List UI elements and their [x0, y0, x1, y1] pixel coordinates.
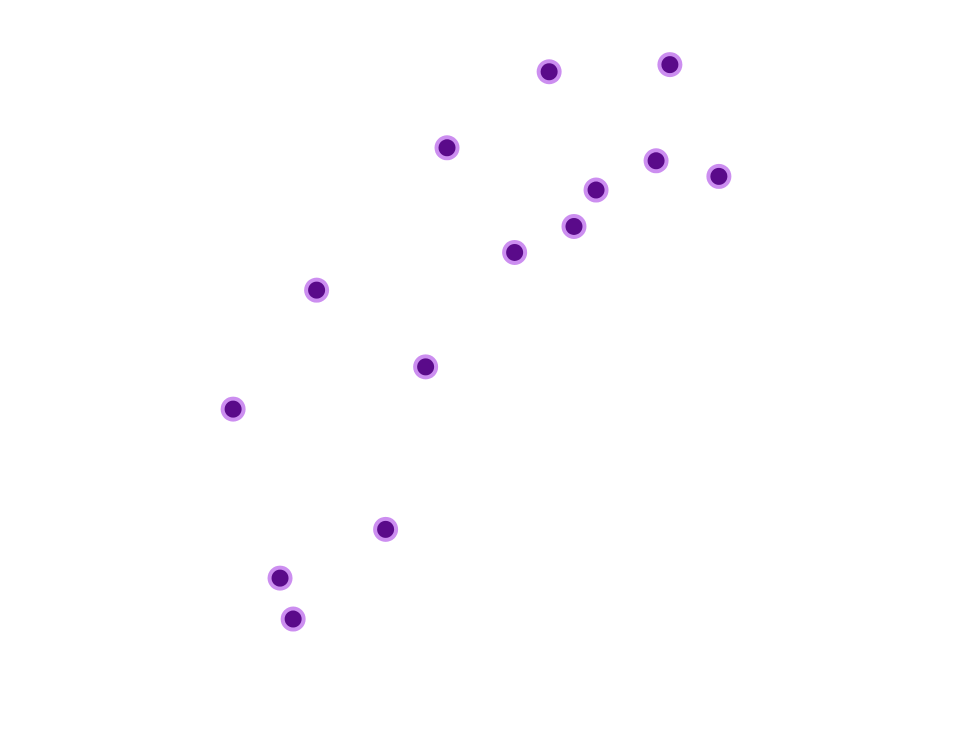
scatter-point-6: [413, 354, 439, 380]
scatter-point-2: [267, 565, 293, 591]
scatter-point-3: [280, 606, 306, 632]
scatter-point-4: [304, 277, 330, 303]
scatter-point-8: [502, 239, 528, 265]
scatter-point-marker: [284, 610, 302, 628]
scatter-point-marker: [308, 281, 326, 299]
scatter-point-11: [583, 177, 609, 203]
scatter-point-marker: [710, 167, 728, 185]
scatter-point-marker: [661, 56, 679, 74]
scatter-point-marker: [540, 63, 558, 81]
scatter-point-marker: [587, 181, 605, 199]
scatter-point-marker: [224, 400, 242, 418]
scatter-point-9: [536, 59, 562, 85]
scatter-point-marker: [377, 520, 395, 538]
scatter-point-1: [220, 396, 246, 422]
scatter-point-7: [434, 135, 460, 161]
scatter-point-marker: [565, 217, 583, 235]
scatter-point-10: [561, 213, 587, 239]
scatter-point-13: [657, 52, 683, 78]
scatter-point-12: [643, 148, 669, 174]
scatter-point-marker: [271, 569, 289, 587]
scatter-point-marker: [438, 139, 456, 157]
scatter-point-marker: [506, 243, 524, 261]
scatter-point-marker: [647, 152, 665, 170]
scatter-point-5: [373, 516, 399, 542]
scatter-point-marker: [417, 358, 435, 376]
scatter-points: [220, 52, 732, 632]
scatter-point-14: [706, 163, 732, 189]
